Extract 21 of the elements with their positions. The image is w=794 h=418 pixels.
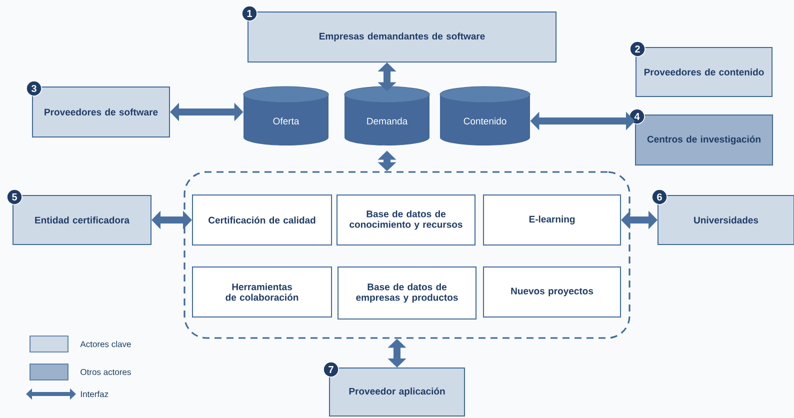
database-cylinder: Oferta [243,86,329,146]
legend-text: Otros actores [80,369,131,375]
legend-text: Interfaz [81,390,108,398]
module-box: E-learning [483,194,621,246]
database-cylinder: Contenido [440,86,530,146]
number-badge: 1 [242,6,258,22]
number-badge: 5 [6,189,22,205]
module-box: Base de datos de empresas y productos [338,266,476,320]
legend-text: Actores clave [80,340,131,348]
number-badge: 7 [323,362,339,378]
module-box: Certificación de calidad [192,194,332,246]
dashed-group-frame [184,171,630,339]
module-box: Herramientas de colaboración [192,266,332,318]
number-badge: 2 [630,41,646,57]
database-cylinder: Demanda [344,86,430,146]
number-badge: 3 [26,80,42,96]
number-badge: 6 [652,189,668,205]
module-box: Base de datos de conocimiento y recursos [336,194,476,246]
double-arrow [152,210,192,230]
double-arrow [621,210,658,230]
module-box: Nuevos proyectos [483,266,621,318]
